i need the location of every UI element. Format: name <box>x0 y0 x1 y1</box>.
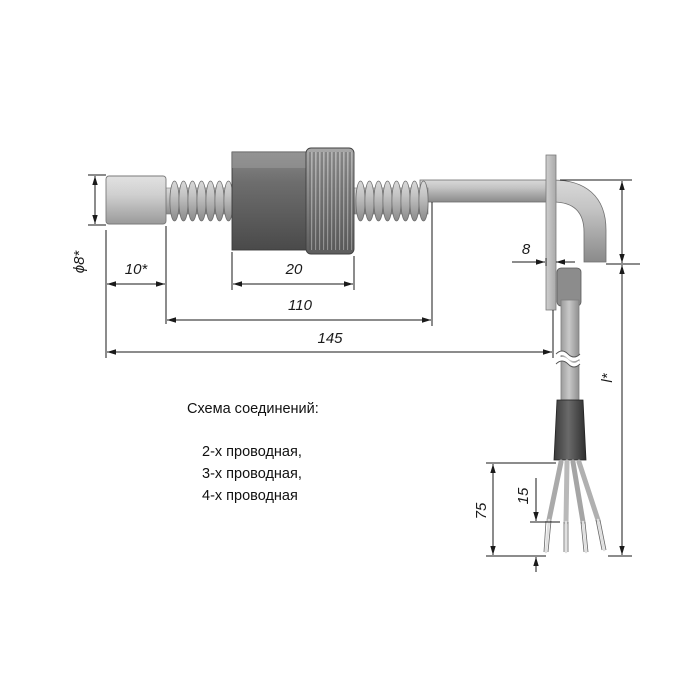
dim-nut-width: 20 <box>285 261 303 278</box>
dim-diameter: ϕ8* <box>71 250 88 274</box>
wiring-caption-title: Схема соединений: <box>187 401 319 417</box>
dim-tip-length: 10* <box>125 261 149 278</box>
lead-wires <box>544 459 606 554</box>
wiring-option-3: 3-х проводная, <box>202 466 302 482</box>
cable-break <box>554 351 582 367</box>
dim-sheath-offset: 8 <box>522 241 531 258</box>
sheath-elbow <box>552 179 607 263</box>
wiring-option-2: 2-х проводная, <box>202 444 302 460</box>
fitting-body <box>231 151 309 251</box>
dim-lead-length: 75 <box>473 502 490 519</box>
sensor-body <box>105 147 607 554</box>
dim-cable-length: l* <box>599 372 616 382</box>
knurl-pattern <box>309 152 352 250</box>
cable-sleeve <box>553 399 587 461</box>
dim-thread-span: 110 <box>288 297 313 314</box>
dimension-lines <box>88 174 640 572</box>
dim-total-length: 145 <box>317 330 343 347</box>
probe-tip <box>105 175 167 225</box>
dim-strip-length: 15 <box>515 487 532 504</box>
wiring-option-4: 4-х проводная <box>202 488 298 504</box>
mounting-plate <box>545 154 557 311</box>
sheath-tube <box>419 179 556 203</box>
cable <box>560 299 580 401</box>
